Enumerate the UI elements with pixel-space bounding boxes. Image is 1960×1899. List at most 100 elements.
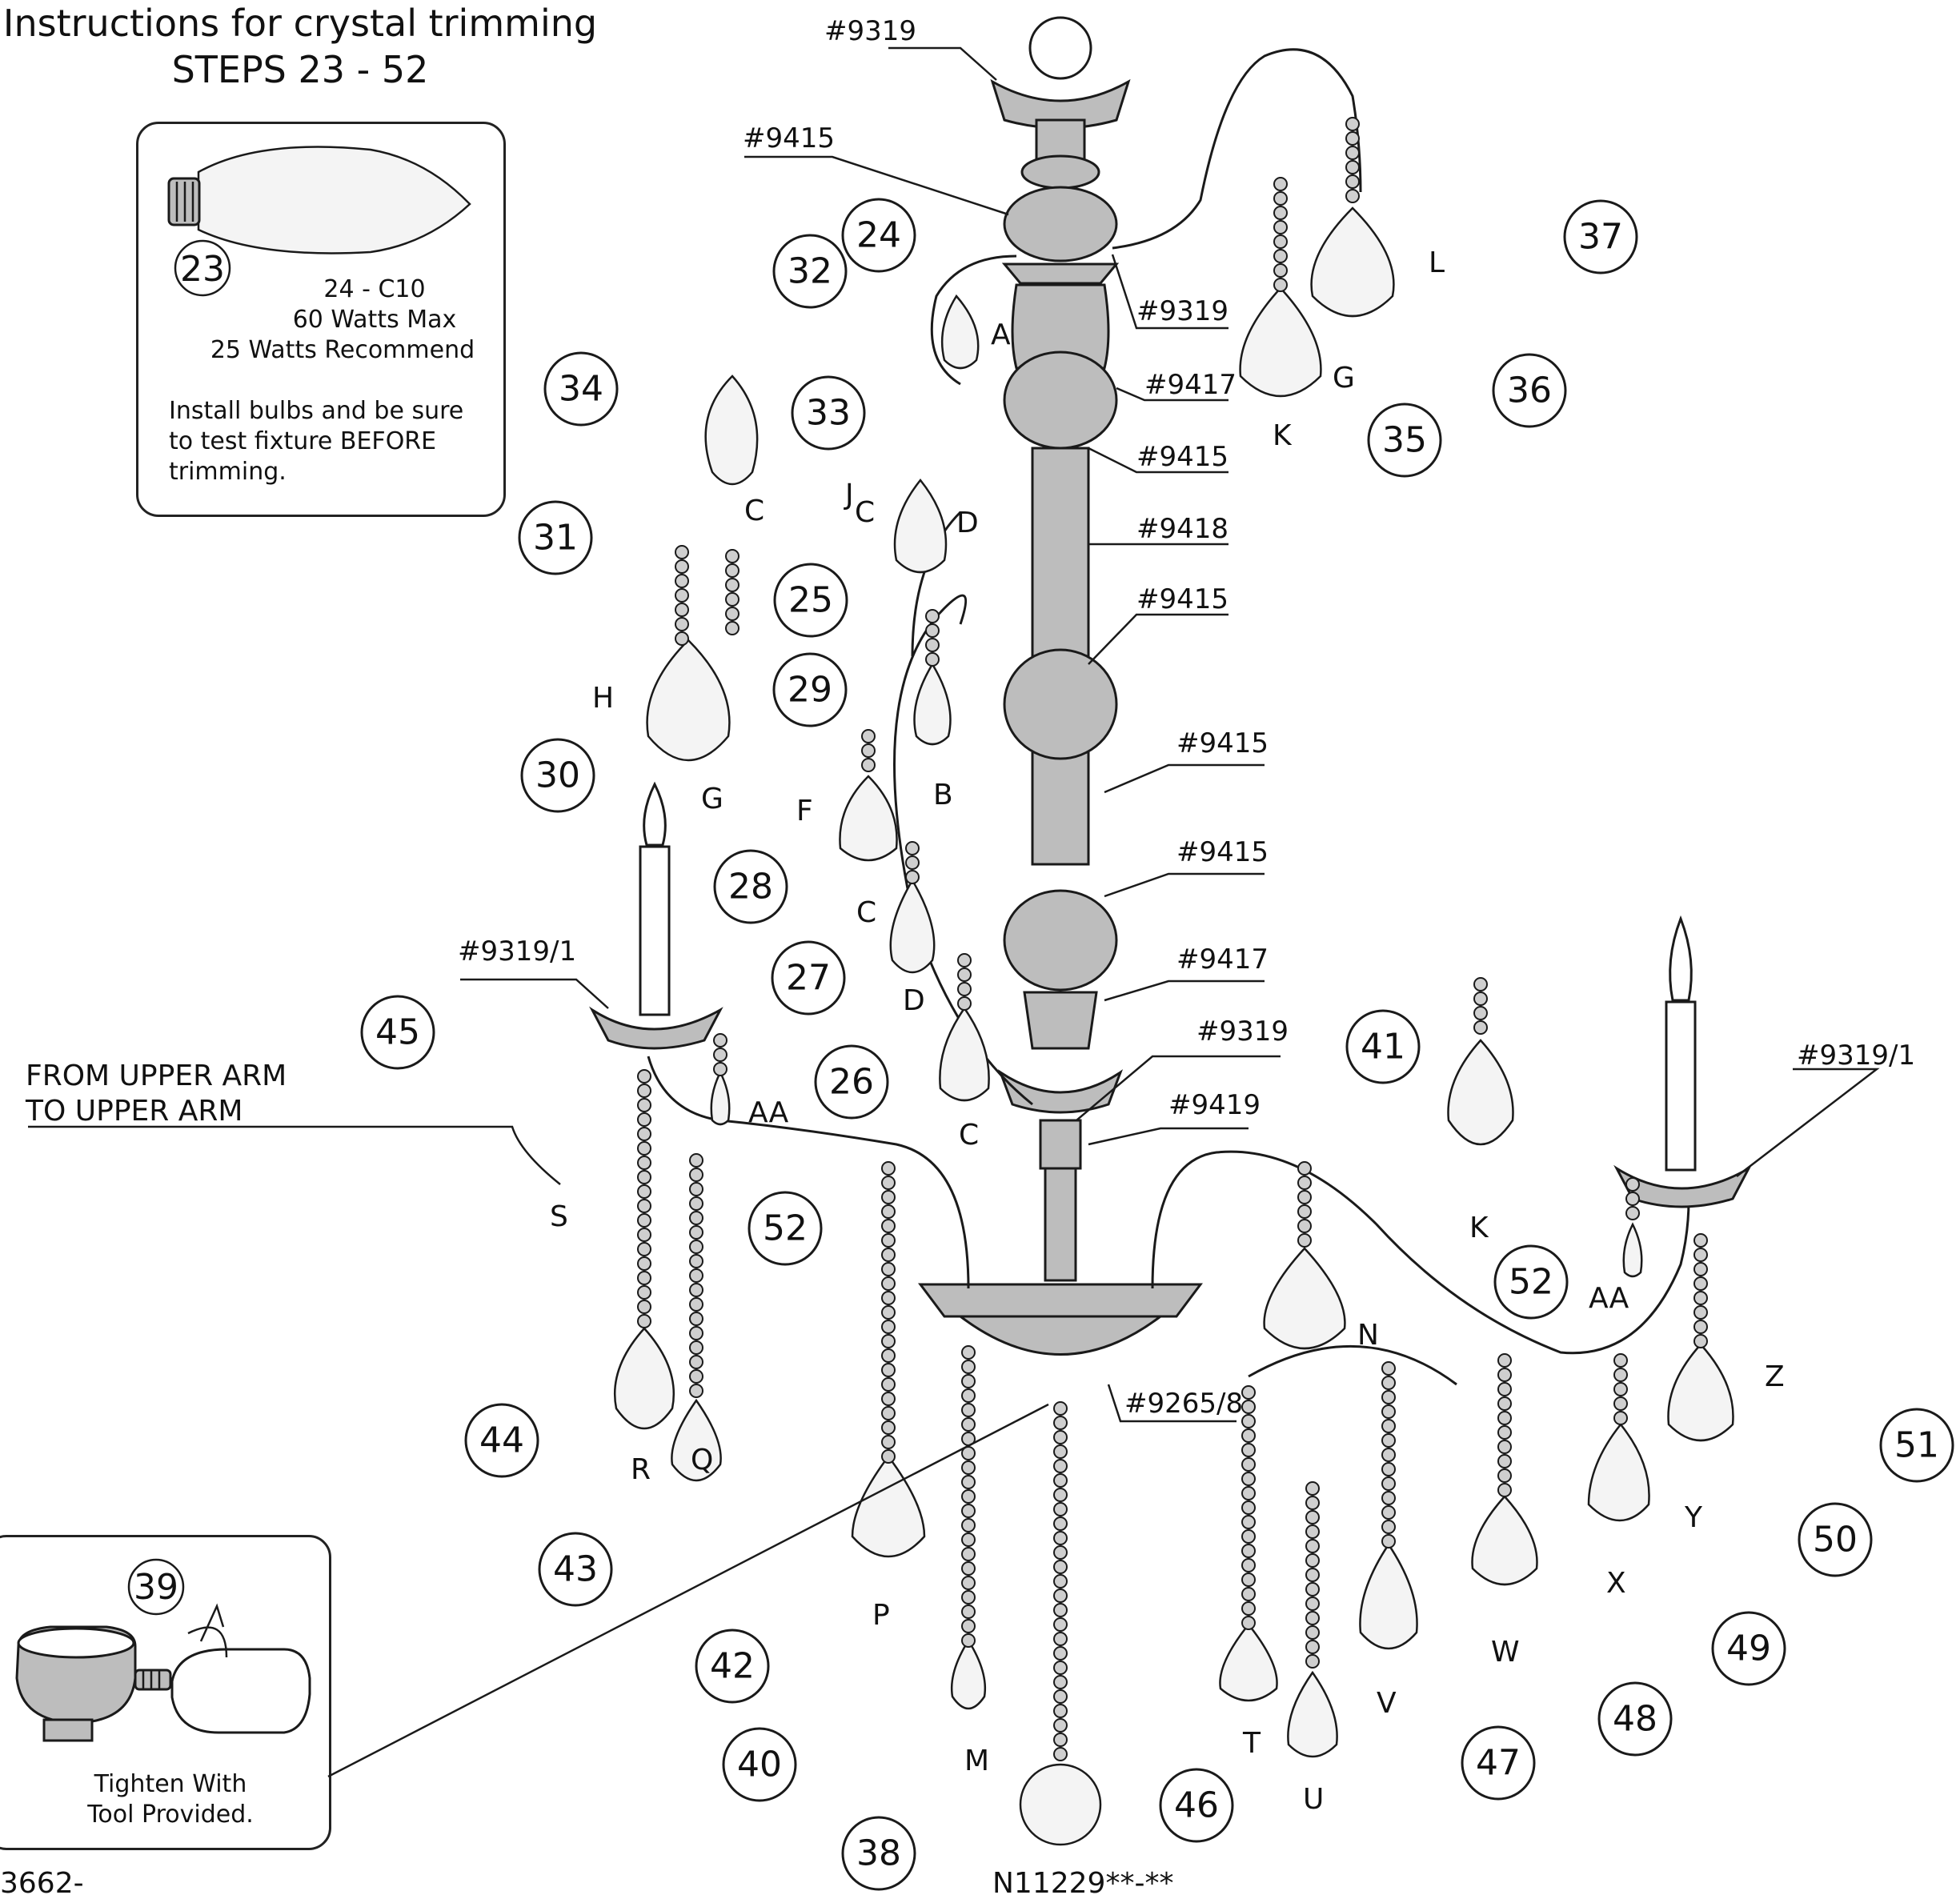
crystal-letter-m: M [964, 1745, 989, 1777]
svg-text:31: 31 [533, 518, 578, 559]
svg-text:47: 47 [1476, 1743, 1521, 1784]
crystal-letter-p: P [872, 1599, 890, 1632]
part-number-label: #9418 [1136, 513, 1229, 545]
crystal-letter-c: C [856, 896, 876, 929]
crystal-letter-u: U [1303, 1783, 1324, 1816]
step-callout-36: 36 [1492, 353, 1567, 428]
step-callout-27: 27 [771, 940, 846, 1016]
part-number-label: #9265/8 [1124, 1388, 1243, 1420]
crystal-letter-f: F [796, 795, 813, 827]
step-callout-50: 50 [1798, 1502, 1873, 1577]
svg-text:33: 33 [806, 393, 851, 434]
crystal-letter-w: W [1491, 1636, 1520, 1669]
bulb-illustration [167, 146, 471, 297]
part-number-label: #9419 [1168, 1089, 1261, 1121]
side-note-line-2: TO UPPER ARM [25, 1095, 242, 1128]
step-callout-30: 30 [520, 738, 595, 813]
bulb-spec-1: 24 - C10 [323, 275, 426, 303]
part-number-label: #9415 [1136, 583, 1229, 615]
step-callout-51: 51 [1879, 1408, 1954, 1483]
svg-text:28: 28 [728, 867, 773, 907]
svg-text:40: 40 [737, 1745, 782, 1785]
step-callout-38: 38 [841, 1816, 916, 1891]
crystal-letter-b: B [933, 779, 953, 811]
svg-text:32: 32 [788, 251, 832, 292]
part-number-label: #9319/1 [1797, 1040, 1915, 1072]
crystal-letter-h: H [592, 682, 614, 715]
step-callout-48: 48 [1597, 1681, 1673, 1757]
crystal-letter-y: Y [1684, 1501, 1703, 1534]
bulb-note: Install bulbs and be sure to test fixtur… [169, 397, 464, 486]
crystal-letter-aa: AA [1589, 1282, 1629, 1315]
step-callout-43: 43 [538, 1532, 613, 1607]
part-number-label: #9319 [1196, 1016, 1289, 1048]
crystal-letter-c: C [744, 495, 764, 527]
svg-text:30: 30 [535, 755, 580, 796]
svg-text:27: 27 [786, 958, 831, 999]
part-number-label: #9417 [1144, 369, 1237, 401]
part-number-labels: #9319#9415#9319#9417#9415#9418#9415#9415… [458, 15, 1915, 1420]
step-callout-44: 44 [464, 1403, 539, 1478]
tool-illustration [15, 1558, 311, 1742]
crystal-letter-k: K [1469, 1212, 1489, 1244]
central-column [918, 16, 1203, 1356]
candle-right [1613, 915, 1752, 1208]
step-39-label: 39 [134, 1567, 178, 1608]
part-number-label: #9415 [1136, 441, 1229, 473]
crystal-letter-j: J [844, 479, 854, 511]
part-number-label: #9415 [743, 122, 835, 154]
crystal-letter-k: K [1273, 419, 1293, 452]
svg-text:26: 26 [829, 1062, 874, 1103]
svg-text:52: 52 [763, 1208, 808, 1249]
crystal-letter-d: D [956, 507, 979, 539]
crystal-letter-v: V [1377, 1687, 1397, 1720]
svg-text:35: 35 [1382, 420, 1427, 461]
svg-text:37: 37 [1578, 217, 1623, 258]
footer-model-left: 3662- [0, 1867, 84, 1899]
step-callout-46: 46 [1159, 1768, 1234, 1843]
svg-text:34: 34 [559, 369, 603, 410]
crystal-letter-g: G [701, 783, 723, 815]
svg-text:49: 49 [1726, 1629, 1771, 1669]
step-callout-29: 29 [772, 652, 848, 727]
step-callout-35: 35 [1367, 403, 1442, 478]
tool-instructions-box: 39 Tighten With Tool Provided. [0, 1535, 331, 1850]
svg-text:45: 45 [375, 1012, 420, 1053]
svg-text:52: 52 [1509, 1262, 1553, 1303]
crystal-letter-x: X [1606, 1567, 1626, 1600]
crystal-letter-l: L [1429, 246, 1445, 279]
step-callout-32: 32 [772, 234, 848, 309]
crystal-letter-d: D [903, 984, 925, 1017]
step-23-label: 23 [180, 249, 225, 290]
tool-caption-2: Tool Provided. [87, 1801, 254, 1829]
svg-text:51: 51 [1894, 1425, 1939, 1466]
bulb-spec-2: 60 Watts Max [292, 306, 457, 334]
step-callout-41: 41 [1345, 1009, 1421, 1084]
crystal-letter-t: T [1242, 1727, 1261, 1760]
svg-text:43: 43 [553, 1549, 598, 1590]
footer-model-center: N11229**-** [992, 1867, 1173, 1899]
step-callout-24: 24 [841, 198, 916, 273]
crystal-letter-r: R [631, 1453, 651, 1486]
crystal-letter-q: Q [691, 1444, 713, 1476]
step-callout-34: 34 [543, 351, 619, 427]
crystal-drops [613, 206, 1734, 1846]
step-23-circle [174, 239, 231, 297]
step-callout-37: 37 [1563, 199, 1638, 274]
svg-text:50: 50 [1813, 1520, 1858, 1560]
step-callout-33: 33 [791, 375, 866, 451]
side-note-line-1: FROM UPPER ARM [26, 1060, 287, 1092]
bead-strands [637, 117, 1708, 1761]
part-number-label: #9415 [1176, 836, 1269, 868]
svg-text:29: 29 [788, 670, 832, 711]
crystal-letter-c: C [855, 496, 875, 529]
step-callout-47: 47 [1461, 1725, 1536, 1801]
crystal-letter-c: C [959, 1119, 979, 1152]
bulb-spec-3: 25 Watts Recommend [210, 336, 475, 364]
crystal-letter-aa: AA [748, 1096, 789, 1129]
tool-caption-1: Tighten With [94, 1770, 247, 1798]
svg-text:48: 48 [1613, 1699, 1657, 1740]
step-callout-52: 52 [748, 1191, 823, 1266]
